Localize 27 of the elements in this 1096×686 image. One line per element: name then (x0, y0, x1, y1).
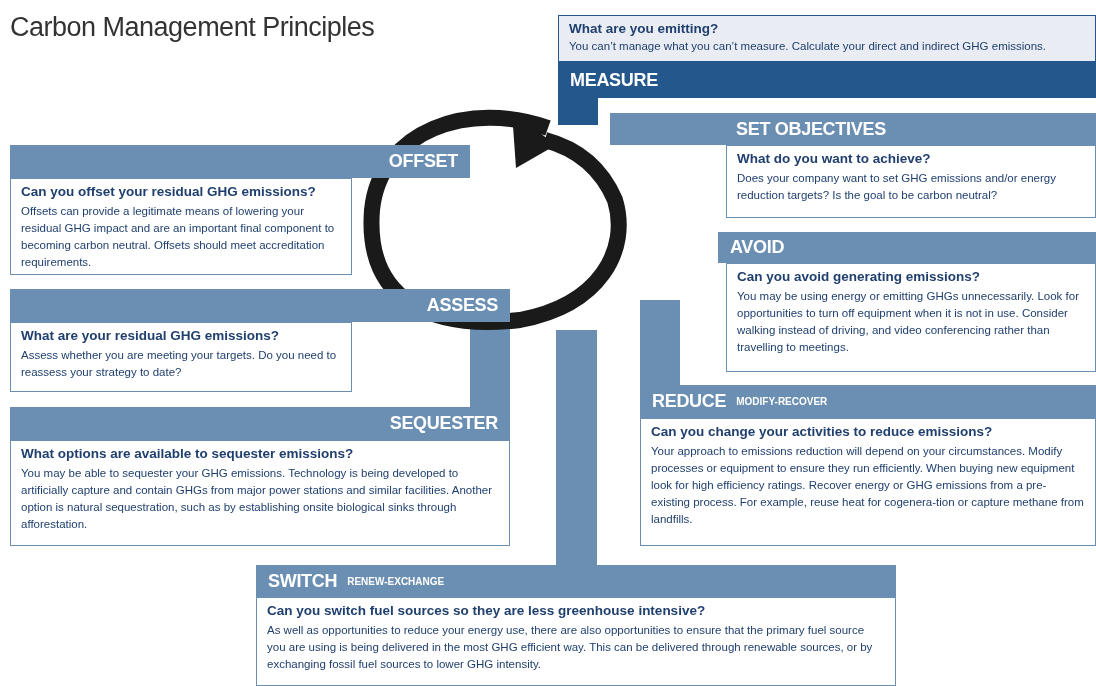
question-text: What are your residual GHG emissions? (21, 328, 281, 343)
body-text: Assess whether you are meeting your targets. Do you need to reassess your strategy to date? (21, 348, 338, 380)
step-heading: AVOID (730, 237, 785, 258)
step-heading: OFFSET (388, 151, 458, 172)
step-subtitle: RENEW-EXCHANGE (347, 575, 445, 587)
body-text: As well as opportunities to reduce your energy use, there are also opportunities to ensure that the primary fuel source you are using is being delivered in the most GHG efficient way. This can be delivered through renewable sources, or by exchanging fossil fuel sources to lower GHG intensity. (267, 623, 874, 672)
body-text: You may be using energy or emitting GHGs unnecessarily. Look for opportunities to turn off equipment when it is not in use. Consider walking instead of driving, and video conferencing rather than travelling to meetings. (737, 289, 1080, 355)
step-heading: SWITCH (268, 570, 338, 592)
question-text: Can you offset your residual GHG emissions? (21, 184, 317, 199)
step-heading: REDUCE (652, 391, 727, 412)
body-text: You may be able to sequester your GHG emissions. Technology is being developed to artificially capture and contain GHGs from major power stations and similar facilities. Another option is natural sequestration, such as by establishing onsite biological sinks through afforestation. (21, 466, 494, 532)
step-heading: MEASURE (570, 69, 658, 91)
question-text: Can you change your activities to reduce emissions? (651, 424, 994, 439)
question-text: Can you avoid generating emissions? (737, 269, 982, 284)
question-text: What options are available to sequester emissions? (21, 446, 355, 461)
question-text: What are you emitting? (569, 21, 720, 36)
body-text: Your approach to emissions reduction will depend on your circumstances. Modify processes or equipment to ensure they run efficiently. When buying new equipment look for high efficiency ratings. Recover energy or GHG emissions from a pre-existing process. For example, reuse heat for cogenera-tion or capture methane from landfills. (651, 444, 1085, 527)
body-text: You can’t manage what you can’t measure. Calculate your direct and indirect GHG emissions. (569, 39, 1048, 54)
body-text: Offsets can provide a legitimate means of lowering your residual GHG impact and are an important final component to becoming carbon neutral. Offsets should meet accreditation requirements. (21, 204, 336, 270)
question-text: What do you want to achieve? (737, 151, 932, 166)
body-text: Does your company want to set GHG emissions and/or energy reduction targets? Is the goal to be carbon neutral? (737, 171, 1057, 203)
step-subtitle: MODIFY-RECOVER (736, 396, 828, 407)
step-heading: SET OBJECTIVES (736, 118, 886, 140)
step-heading: SEQUESTER (389, 413, 498, 434)
question-text: Can you switch fuel sources so they are less greenhouse intensive? (267, 603, 707, 618)
step-heading: ASSESS (426, 295, 498, 316)
diagram-title: Carbon Management Principles (10, 12, 375, 43)
